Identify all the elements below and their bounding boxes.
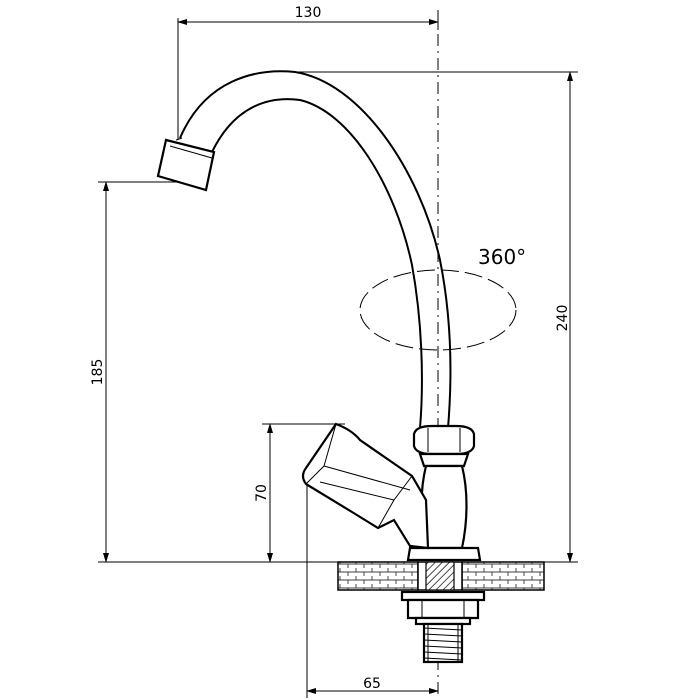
dimension-label-240: 240 (555, 305, 571, 332)
rotation-label: 360° (478, 245, 526, 269)
threaded-shank (422, 622, 464, 664)
dimension-handle-height: 70 (254, 423, 345, 563)
spout (156, 70, 452, 429)
dimension-label-130: 130 (295, 5, 322, 21)
dimension-base-offset: 65 (306, 480, 439, 698)
dimension-label-70: 70 (254, 484, 270, 502)
dimension-spout-height: 185 (90, 181, 340, 563)
mounting-nut (400, 590, 486, 626)
dimension-label-65: 65 (363, 676, 381, 692)
dimension-label-185: 185 (90, 359, 106, 386)
rotation-indicator: 360° (359, 245, 526, 351)
countertop-section (337, 561, 545, 591)
dimension-top-width: 130 (177, 5, 439, 140)
handle (301, 422, 430, 550)
swivel-nut (412, 424, 476, 468)
